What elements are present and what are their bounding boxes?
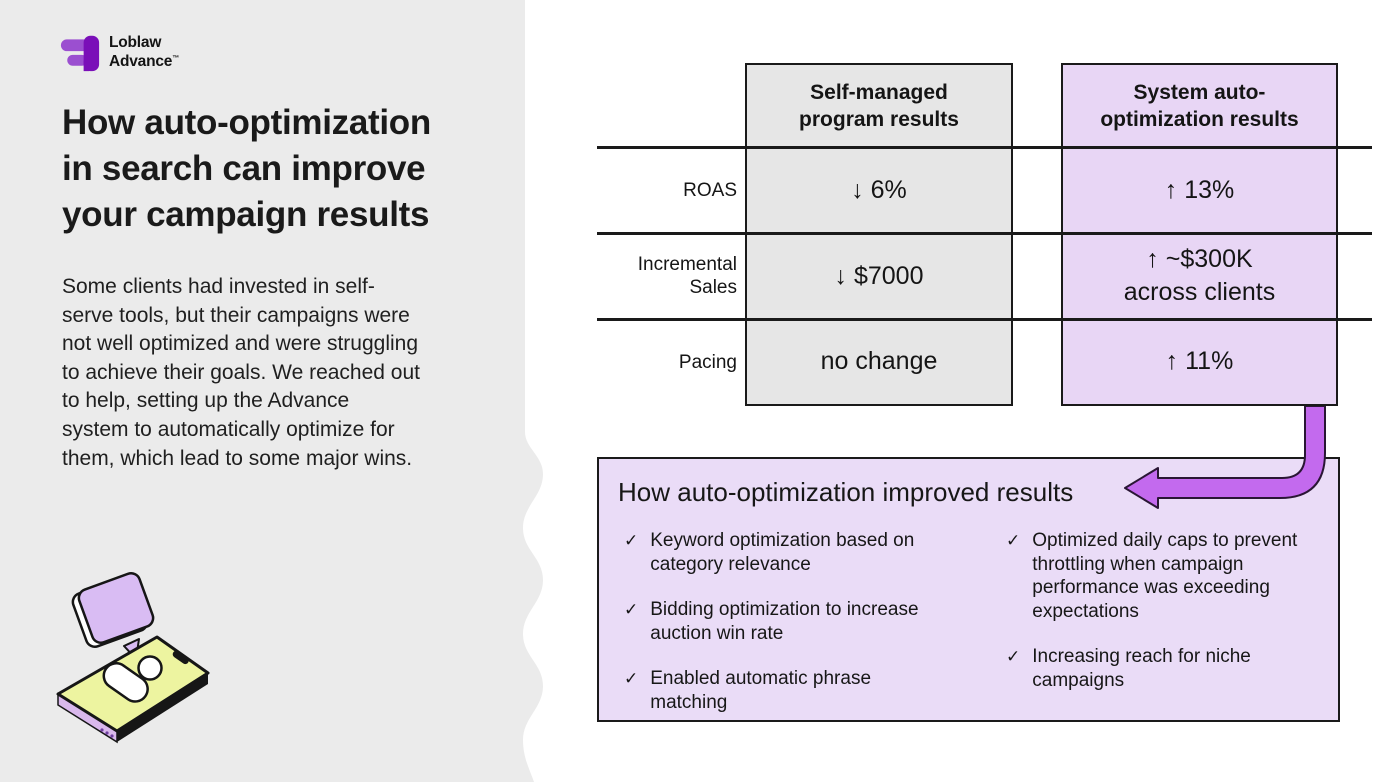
table-divider <box>597 146 1372 149</box>
phone-icon <box>56 635 210 744</box>
checkmark-icon: ✓ <box>624 600 639 619</box>
table-divider <box>597 231 1372 235</box>
cell-system-incremental-sales: ↑ ~$300K across clients <box>1123 245 1276 306</box>
list-item: ✓ Enabled automatic phrase matching <box>624 667 936 714</box>
cell-system-pacing: ↑ 11% <box>1165 347 1234 375</box>
cell-self-roas: ↓ 6% <box>851 176 907 204</box>
results-bullet-lists: ✓ Keyword optimization based on category… <box>599 529 1338 736</box>
brand-logo: Loblaw Advance™ <box>60 33 179 73</box>
row-label-roas: ROAS <box>683 180 737 201</box>
flow-arrow-icon <box>1124 406 1326 509</box>
checkmark-icon: ✓ <box>624 531 639 550</box>
list-item: ✓ Optimized daily caps to prevent thrott… <box>1006 529 1318 623</box>
list-item-text: Bidding optimization to increase auction… <box>650 599 919 644</box>
results-left-column: ✓ Keyword optimization based on category… <box>624 529 936 736</box>
cell-self-incremental-sales: ↓ $7000 <box>834 261 924 290</box>
brand-name: Loblaw Advance™ <box>109 35 179 70</box>
list-item: ✓ Keyword optimization based on category… <box>624 529 936 576</box>
brand-line2: Advance <box>109 53 173 71</box>
column-header-system-auto: System auto- optimization results <box>1100 81 1299 131</box>
results-box-heading: How auto-optimization improved results <box>618 477 1074 507</box>
list-item-text: Keyword optimization based on category r… <box>650 530 915 575</box>
list-item: ✓ Bidding optimization to increase aucti… <box>624 598 936 645</box>
trademark-symbol: ™ <box>172 55 180 63</box>
column-self-managed: Self-managed program results ↓ 6% ↓ $700… <box>745 63 1013 406</box>
list-item: ✓ Increasing reach for niche campaigns <box>1006 645 1318 692</box>
list-item-text: Enabled automatic phrase matching <box>650 668 872 713</box>
column-system-auto: System auto- optimization results ↑ 13% … <box>1061 63 1338 406</box>
table-divider <box>597 317 1372 321</box>
list-item-text: Optimized daily caps to prevent throttli… <box>1032 530 1298 622</box>
intro-paragraph: Some clients had invested in self- serve… <box>62 275 420 470</box>
results-box: How auto-optimization improved results ✓… <box>597 457 1340 722</box>
list-item-text: Increasing reach for niche campaigns <box>1032 646 1251 691</box>
loblaw-advance-logo-icon <box>60 35 100 72</box>
cell-self-pacing: no change <box>820 347 938 375</box>
checkmark-icon: ✓ <box>624 669 639 688</box>
results-right-column: ✓ Optimized daily caps to prevent thrott… <box>1006 529 1318 736</box>
row-label-incremental-sales: Incremental Sales <box>637 254 737 298</box>
row-label-pacing: Pacing <box>678 352 737 373</box>
phone-chat-illustration <box>56 572 210 744</box>
brand-line1: Loblaw <box>109 34 162 52</box>
column-header-self-managed: Self-managed program results <box>799 81 959 131</box>
cell-system-roas: ↑ 13% <box>1164 176 1235 204</box>
checkmark-icon: ✓ <box>1006 531 1021 550</box>
checkmark-icon: ✓ <box>1006 647 1021 666</box>
page-title: How auto-optimization in search can impr… <box>62 103 431 234</box>
